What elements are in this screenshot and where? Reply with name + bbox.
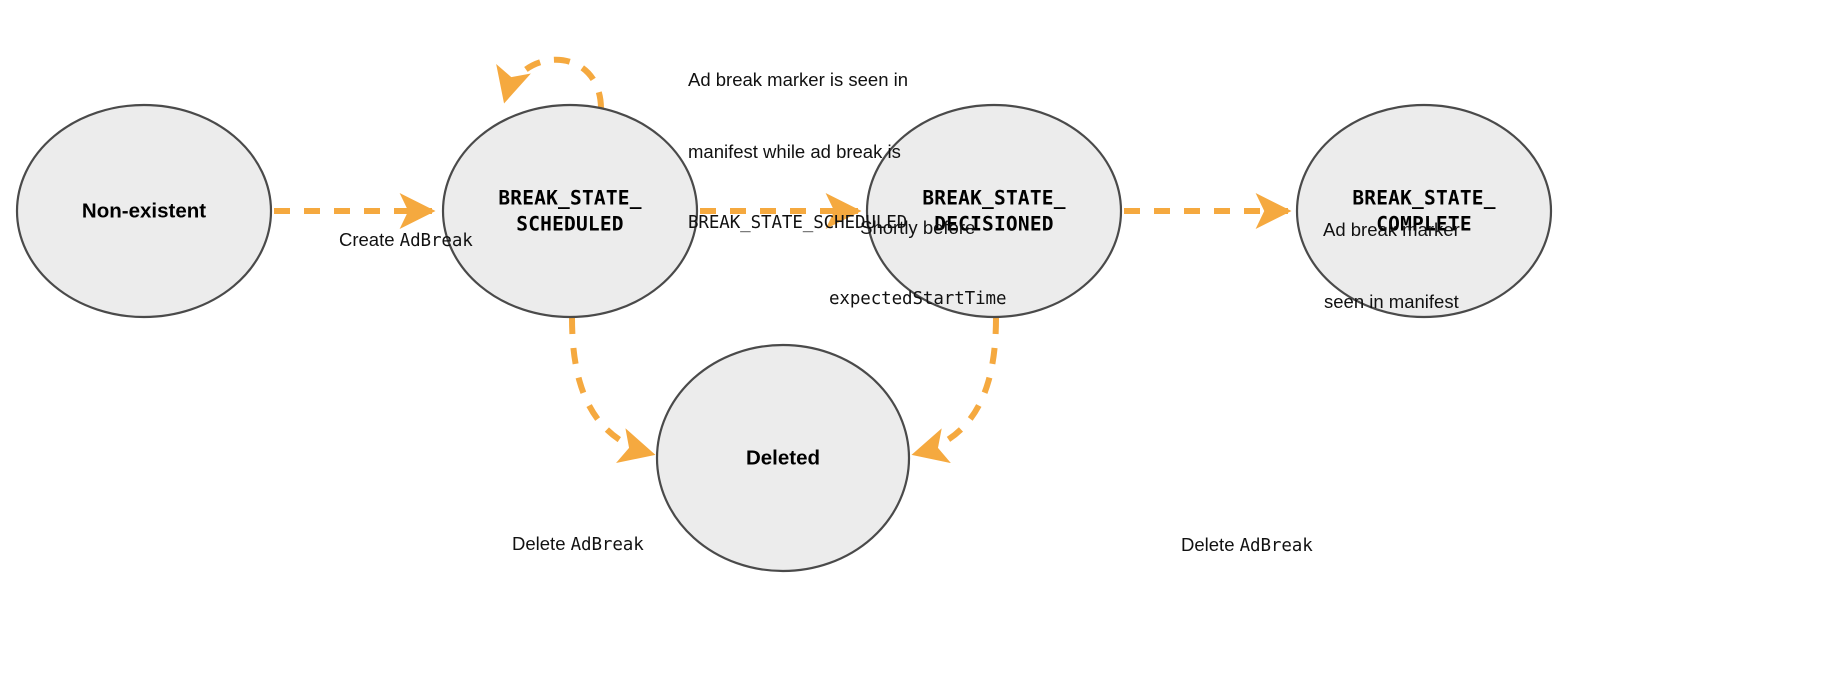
- edge-decisioned-to-deleted: [911, 317, 999, 464]
- edge-self-loop-scheduled: [496, 56, 604, 109]
- node-break-state-decisioned[interactable]: [865, 103, 1123, 319]
- node-break-state-scheduled[interactable]: [441, 103, 699, 319]
- node-deleted[interactable]: [655, 343, 911, 573]
- node-break-state-complete[interactable]: [1295, 103, 1553, 319]
- edge-scheduled-to-deleted: [569, 317, 656, 463]
- node-non-existent[interactable]: [15, 103, 273, 319]
